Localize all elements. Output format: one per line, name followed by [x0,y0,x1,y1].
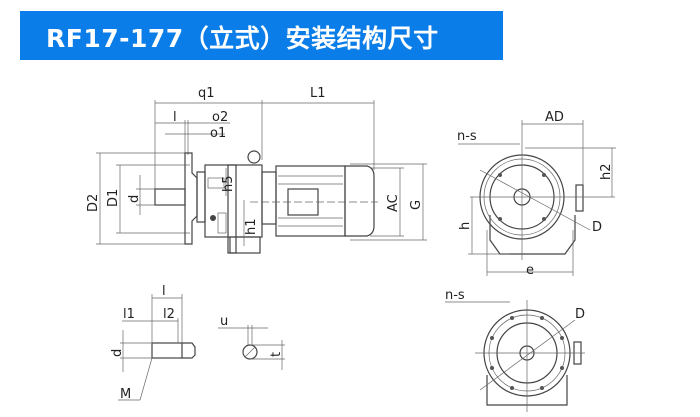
dim-h2: h2 [599,163,614,180]
dim-d: d [127,195,142,203]
flange-view: n-s D [445,288,585,412]
dim-l1: l1 [123,307,135,322]
dim-t: t [269,352,284,357]
front-view: n-s AD h2 h D e [457,110,616,278]
dim-q1: q1 [198,86,215,101]
dim-u: u [220,314,228,329]
dim-D2: D2 [86,194,101,212]
dim-l-detail: l [162,284,166,299]
side-view: q1 L1 l o2 o1 D2 D1 d h5 h1 AC G [86,86,427,254]
dim-D1: D1 [106,189,121,207]
title-banner: RF17-177（立式）安装结构尺寸 [20,11,503,60]
dim-o1: o1 [210,126,226,141]
shaft-detail: l l1 l2 d M u t [110,284,285,402]
dim-h5: h5 [221,175,236,192]
dim-l: l [173,110,177,125]
dim-D: D [592,220,602,235]
dim-h: h [458,222,473,230]
dim-n-s-flange: n-s [445,288,465,303]
dim-M: M [120,387,131,402]
dim-G: G [409,200,424,210]
dim-AC: AC [386,194,401,212]
dim-AD: AD [545,110,564,125]
dim-d-detail: d [110,349,125,357]
dim-D-flange: D [575,307,585,322]
dim-n-s: n-s [457,129,477,144]
dim-h1: h1 [244,218,259,235]
dim-L1: L1 [310,86,326,101]
dim-l2: l2 [163,307,175,322]
dim-o2: o2 [212,110,228,125]
page-title: RF17-177（立式）安装结构尺寸 [46,24,439,53]
dim-e: e [526,263,534,278]
